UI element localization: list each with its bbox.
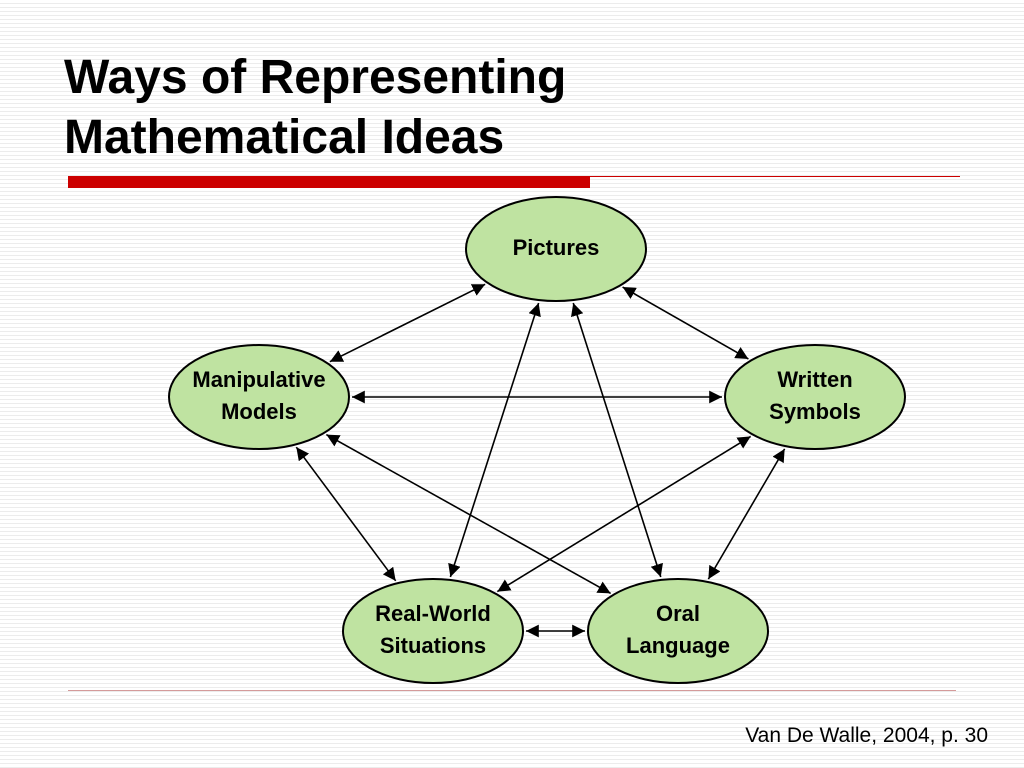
node-pictures-label-1: Pictures xyxy=(513,235,600,260)
node-written-symbols-ellipse xyxy=(724,344,906,450)
slide-title-line-2: Mathematical Ideas xyxy=(64,111,505,164)
node-oral-language-ellipse xyxy=(587,578,769,684)
node-oral-language-label-2: Language xyxy=(626,633,730,658)
arrow-written-symbols-to-oral-language xyxy=(707,448,786,580)
node-oral-language-label-1: Oral xyxy=(656,601,700,626)
footer-rule xyxy=(68,690,956,691)
slide-title-line-1: Ways of Representing xyxy=(64,51,567,104)
node-manipulative-models-ellipse xyxy=(168,344,350,450)
node-pictures: Pictures xyxy=(465,196,647,302)
node-manipulative-models-label-2: Models xyxy=(221,399,297,424)
node-written-symbols-label-1: Written xyxy=(777,367,852,392)
citation: Van De Walle, 2004, p. 30 xyxy=(745,724,988,747)
title-underline-thin xyxy=(590,176,960,177)
node-real-world-situations-ellipse xyxy=(342,578,524,684)
arrow-manipulative-models-to-oral-language xyxy=(325,433,612,595)
slide-title: Ways of Representing Mathematical Ideas xyxy=(64,48,566,168)
arrow-pictures-to-written-symbols xyxy=(622,286,749,360)
arrow-pictures-to-manipulative-models xyxy=(329,283,486,363)
arrow-pictures-to-oral-language xyxy=(571,302,663,578)
node-written-symbols-label-2: Symbols xyxy=(769,399,861,424)
arrow-manipulative-models-to-real-world-situations xyxy=(295,446,397,582)
node-real-world-situations-label-2: Situations xyxy=(380,633,486,658)
arrow-pictures-to-real-world-situations xyxy=(448,302,541,578)
title-underline-thick xyxy=(68,176,590,188)
edges-layer xyxy=(295,283,786,638)
node-pictures-ellipse xyxy=(465,196,647,302)
node-manipulative-models-label-1: Manipulative xyxy=(192,367,325,392)
node-real-world-situations-label-1: Real-World xyxy=(375,601,491,626)
